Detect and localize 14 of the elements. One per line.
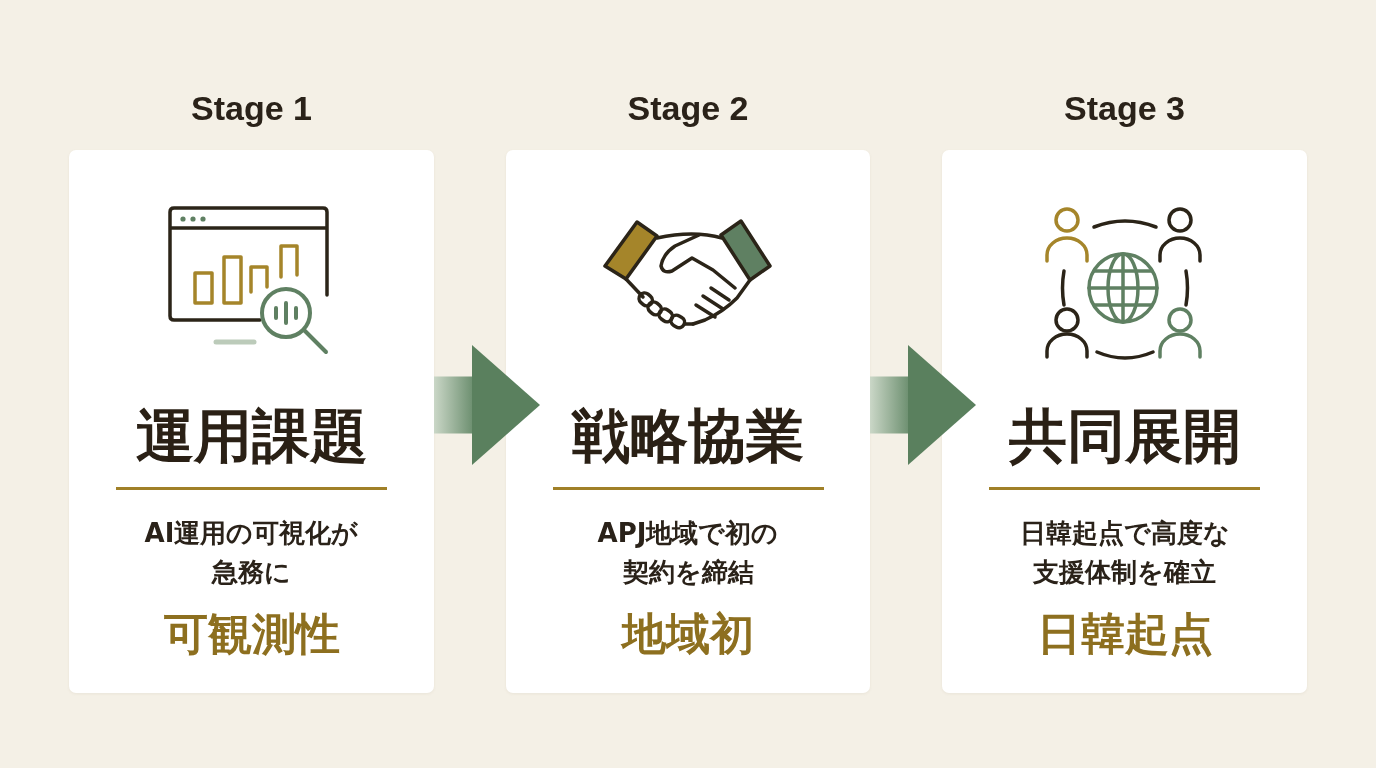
stage-title: 共同展開	[1008, 403, 1241, 471]
stage-heading: Stage 1	[191, 88, 312, 128]
flow-arrow	[870, 345, 976, 465]
stage-keyword: 地域初	[622, 608, 754, 660]
stage-keyword: 可観測性	[163, 608, 340, 660]
stage-title: 運用課題	[135, 403, 368, 471]
stage-description: APJ地域で初の契約を締結	[596, 517, 780, 589]
stage-description: AI運用の可視化が急務に	[143, 517, 360, 589]
stage-title: 戦略協業	[572, 403, 804, 471]
stage-description: 日韓起点で高度な支援体制を確立	[1018, 517, 1231, 589]
flow-arrow	[434, 345, 540, 465]
stage-keyword: 日韓起点	[1036, 608, 1213, 660]
stage-heading: Stage 2	[627, 88, 749, 128]
stage-heading: Stage 3	[1064, 88, 1185, 128]
